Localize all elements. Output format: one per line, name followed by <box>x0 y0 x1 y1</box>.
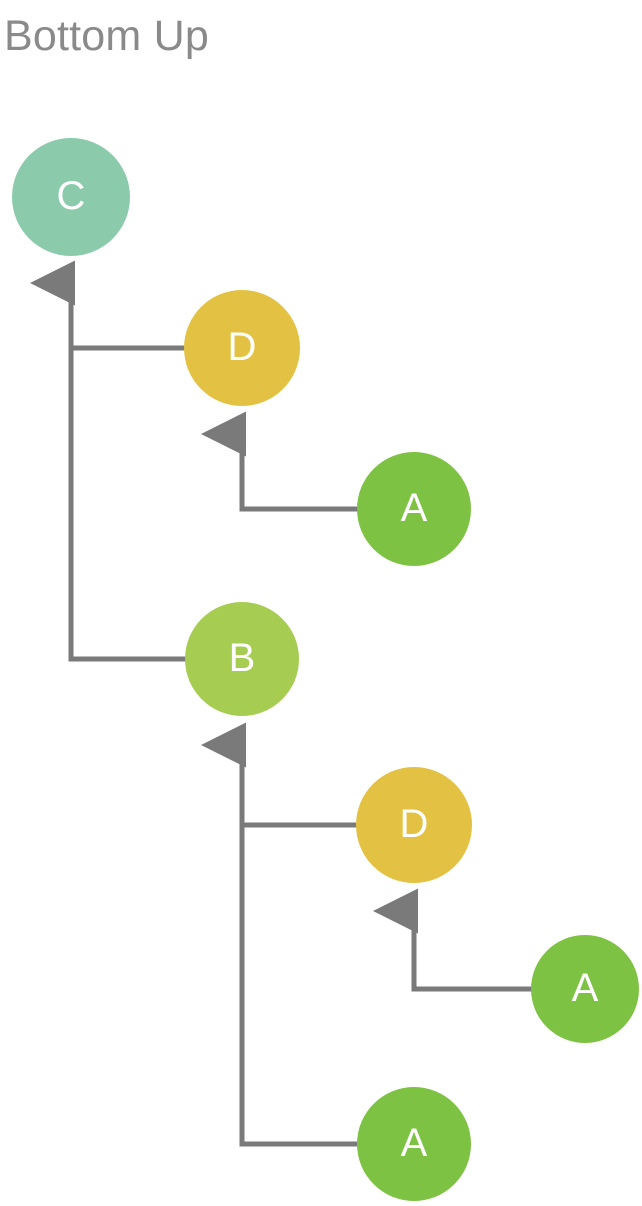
node-d-1[interactable]: D <box>184 290 300 406</box>
node-label-a-1: A <box>400 486 428 530</box>
page-title: Bottom Up <box>4 12 209 60</box>
node-d-2[interactable]: D <box>356 767 472 883</box>
node-label-d-1: D <box>227 325 257 369</box>
edge-a3-to-b <box>201 722 359 1147</box>
node-a-3[interactable]: A <box>357 1087 471 1201</box>
node-label-d-2: D <box>399 802 429 846</box>
edge-a2-to-d2 <box>373 888 533 992</box>
node-a-2[interactable]: A <box>531 935 639 1043</box>
node-label-a-2: A <box>571 966 599 1010</box>
node-label-a-3: A <box>400 1121 428 1165</box>
edge-a1-to-d1 <box>201 411 359 512</box>
node-label-b: B <box>228 636 256 680</box>
edge-b-to-c <box>30 260 192 662</box>
node-a-1[interactable]: A <box>357 452 471 566</box>
node-c[interactable]: C <box>12 138 130 256</box>
node-b[interactable]: B <box>185 602 299 716</box>
node-label-c: C <box>56 174 86 218</box>
